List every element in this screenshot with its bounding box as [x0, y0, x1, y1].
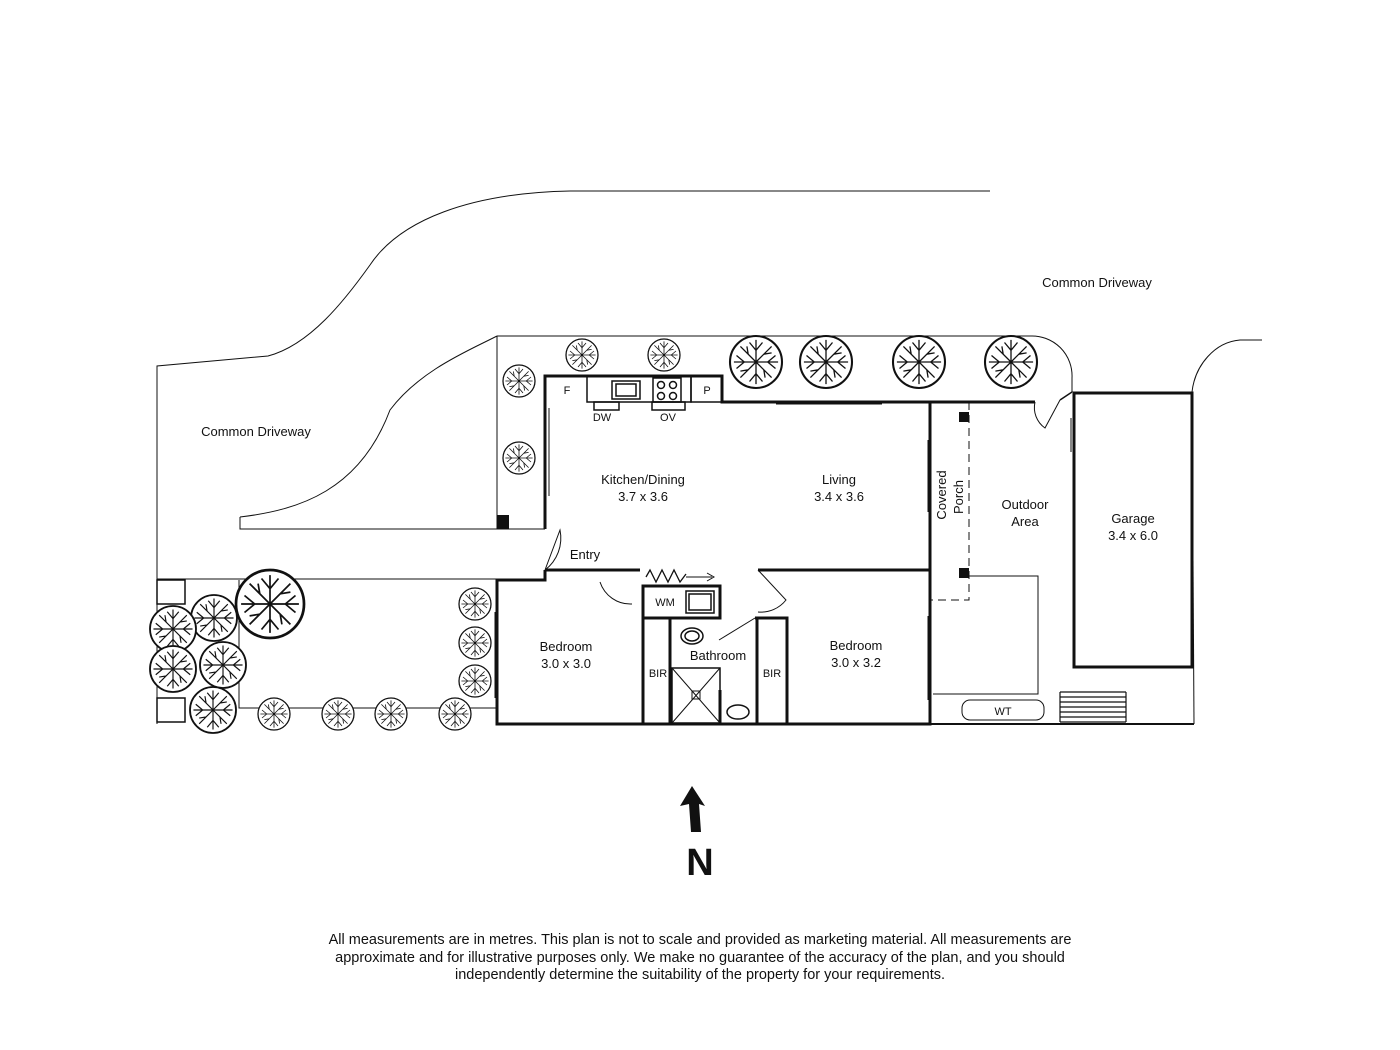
windows	[494, 400, 1075, 700]
stove-icon	[652, 377, 682, 403]
label-living-size: 3.4 x 3.6	[814, 489, 864, 504]
disclaimer-line-2: approximate and for illustrative purpose…	[335, 949, 1065, 966]
site-boundary	[156, 190, 1262, 725]
label-living: Living	[822, 472, 856, 487]
tree-icon	[891, 334, 947, 390]
label-covered-porch-2: Porch	[951, 480, 966, 514]
label-oven: OV	[660, 412, 677, 424]
bathroom-fixtures	[641, 568, 750, 724]
label-wt: WT	[994, 706, 1011, 718]
label-outdoor: Outdoor	[1002, 497, 1050, 512]
sink-icon	[611, 380, 641, 400]
tree-icon	[565, 338, 599, 372]
garden-boxes	[156, 579, 186, 723]
label-bedroom-2-size: 3.0 x 3.2	[831, 655, 881, 670]
tree-icon	[321, 697, 355, 731]
disclaimer-line-3: independently determine the suitability …	[454, 967, 946, 983]
door-swings	[544, 399, 1061, 641]
disclaimer-line-1: All measurements are in metres. This pla…	[328, 932, 1072, 948]
label-garage: Garage	[1111, 511, 1154, 526]
label-bathroom: Bathroom	[690, 648, 746, 663]
label-wm: WM	[655, 597, 675, 609]
label-bedroom-2: Bedroom	[830, 638, 883, 653]
label-bir-left: BIR	[649, 668, 667, 680]
label-garage-size: 3.4 x 6.0	[1108, 528, 1158, 543]
outdoor-structures	[928, 391, 1194, 725]
tree-icon	[983, 334, 1039, 390]
label-common-driveway-left: Common Driveway	[201, 424, 311, 439]
post-bottom	[959, 568, 969, 578]
tree-icon	[438, 697, 472, 731]
tree-icon	[728, 334, 784, 390]
label-common-driveway-top: Common Driveway	[1042, 275, 1152, 290]
tree-icon	[189, 686, 237, 734]
label-kitchen-dining: Kitchen/Dining	[601, 472, 685, 487]
label-fridge: F	[564, 385, 571, 397]
kitchen-fixtures	[586, 375, 723, 411]
room-labels: Common Driveway Common Driveway Kitchen/…	[201, 275, 1158, 884]
post-top	[959, 412, 969, 422]
house-walls	[495, 374, 932, 726]
tree-icon	[458, 626, 492, 660]
label-outdoor-area: Area	[1011, 514, 1039, 529]
tree-icon	[149, 645, 197, 693]
post-driveway	[497, 515, 509, 529]
tree-icon	[257, 697, 291, 731]
tree-icon	[647, 338, 681, 372]
label-entry: Entry	[570, 547, 601, 562]
tree-icon	[458, 587, 492, 621]
tree-icon	[374, 697, 408, 731]
label-covered-porch-1: Covered	[934, 470, 949, 519]
label-kitchen-dining-size: 3.7 x 3.6	[618, 489, 668, 504]
tree-icon	[199, 641, 247, 689]
basin-icon	[726, 704, 750, 720]
disclaimer: All measurements are in metres. This pla…	[300, 932, 1100, 985]
north-arrow-icon	[680, 786, 705, 832]
trees	[149, 334, 1039, 734]
vent-unit	[1059, 691, 1127, 723]
tree-icon	[502, 364, 536, 398]
tree-icon	[798, 334, 854, 390]
label-bir-right: BIR	[763, 668, 781, 680]
tree-icon	[190, 594, 238, 642]
label-north: N	[686, 842, 713, 884]
tree-icon	[502, 441, 536, 475]
tree-icon	[234, 568, 306, 640]
label-pantry: P	[703, 385, 710, 397]
label-bedroom-1: Bedroom	[540, 639, 593, 654]
label-dishwasher: DW	[593, 412, 612, 424]
tree-icon	[458, 664, 492, 698]
toilet-icon	[680, 627, 704, 645]
shower-icon	[671, 667, 721, 724]
label-bedroom-1-size: 3.0 x 3.0	[541, 656, 591, 671]
